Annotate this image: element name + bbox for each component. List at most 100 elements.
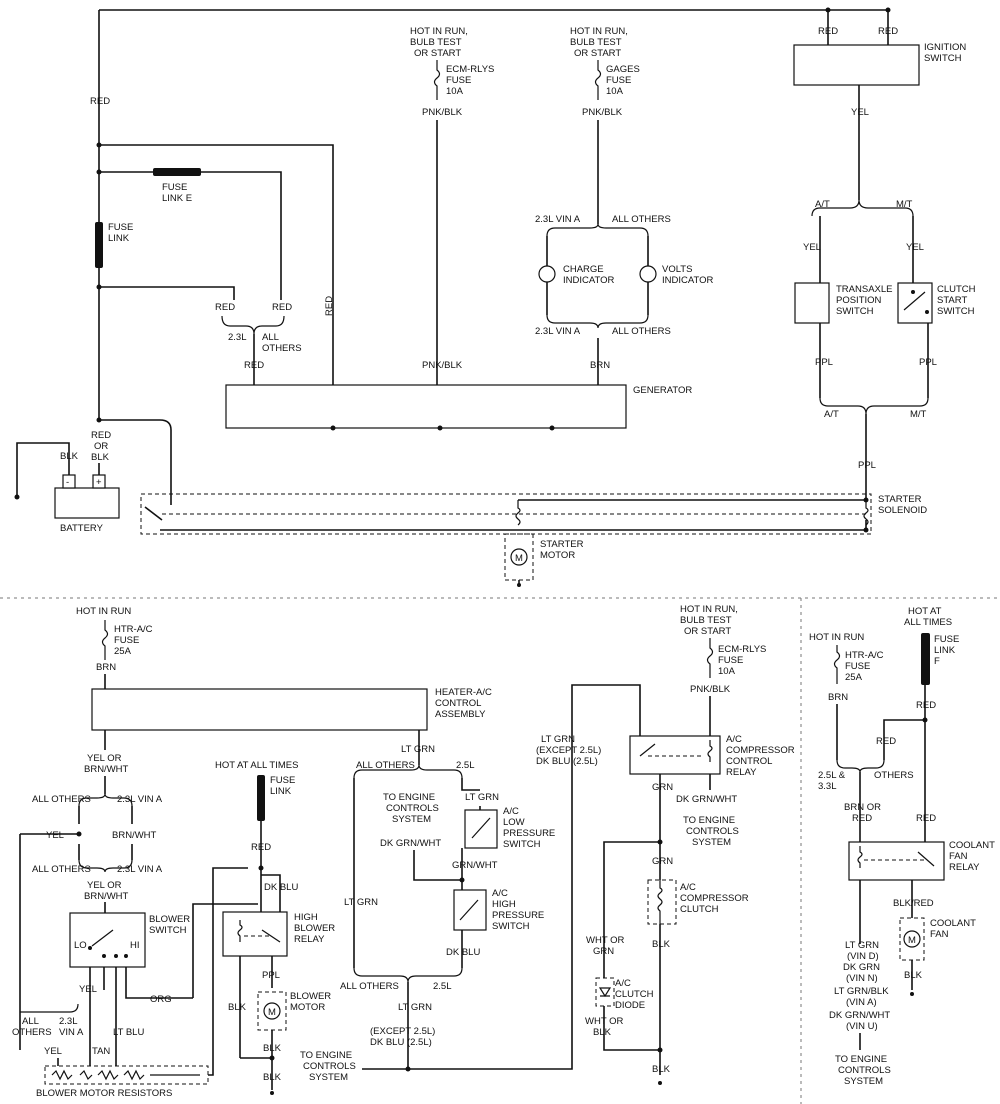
bm-brace2 bbox=[353, 967, 463, 983]
bl-vin3-label2: VIN A bbox=[59, 1027, 84, 1038]
bl-vin2-label: 2.3L VIN A bbox=[117, 864, 163, 875]
bl-all-label2: OTHERS bbox=[12, 1027, 52, 1038]
bl-yel-left bbox=[19, 833, 79, 1050]
bl-blk3-label: BLK bbox=[263, 1072, 282, 1083]
volts-ind-label2: INDICATOR bbox=[662, 275, 714, 286]
br-diode-wire bbox=[603, 841, 660, 978]
br-whtgrn-label: WHT OR bbox=[586, 935, 624, 946]
clutch-switch-contact bbox=[903, 291, 926, 311]
blower-resistors-label: BLOWER MOTOR RESISTORS bbox=[36, 1088, 172, 1099]
bl-hotall-label: HOT AT ALL TIMES bbox=[215, 760, 298, 771]
fr-l25-label2: 3.3L bbox=[818, 781, 837, 792]
blower-switch-label: BLOWER bbox=[149, 914, 190, 925]
blower-motor-label: BLOWER bbox=[290, 991, 331, 1002]
fan-relay-coil bbox=[857, 846, 863, 868]
fr-wires-label5: (VIN A) bbox=[846, 997, 877, 1008]
bl-vin-label: 2.3L VIN A bbox=[117, 794, 163, 805]
br-ltgrn-label: LT GRN bbox=[541, 734, 575, 745]
fr-flink-label: FUSE bbox=[934, 634, 959, 645]
bl-flink-label2: LINK bbox=[270, 786, 292, 797]
br-pnkblk-label: PNK/BLK bbox=[690, 684, 731, 695]
fr-toengine-label: TO ENGINE bbox=[835, 1054, 887, 1065]
bl-org-label: ORG bbox=[150, 994, 172, 1005]
ac-relay-label4: RELAY bbox=[726, 767, 757, 778]
fr-wires-label1: (VIN D) bbox=[847, 951, 879, 962]
bm-dkgrnwht-label: DK GRN/WHT bbox=[380, 838, 441, 849]
fan-label: COOLANT bbox=[930, 918, 976, 929]
blower-motor-icon bbox=[263, 1002, 281, 1020]
diode-to-ground bbox=[603, 1006, 660, 1051]
blower-lo-label: LO bbox=[74, 940, 87, 951]
top-section: RED RED RED IGNITION SWITCH YEL A/T M/T … bbox=[14, 7, 976, 587]
bottom-left-section: HOT IN RUN HTR-A/C FUSE 25A BRN HEATER-A… bbox=[12, 606, 492, 1099]
ac-relay-label2: COMPRESSOR bbox=[726, 745, 795, 756]
relay-outputs bbox=[239, 956, 273, 1058]
battery-neg-post bbox=[62, 474, 76, 489]
bm-dkgrnwht-wire bbox=[413, 850, 462, 881]
br-fuse-label: ECM-RLYS bbox=[718, 644, 766, 655]
bm-allothers2-label: ALL OTHERS bbox=[340, 981, 399, 992]
fr-l25-label: 2.5L & bbox=[818, 770, 846, 781]
heater-control-box bbox=[91, 688, 428, 731]
blower-switch-label2: SWITCH bbox=[149, 925, 187, 936]
ecm-hot-label2: BULB TEST bbox=[410, 37, 462, 48]
bm-l25b-label: 2.5L bbox=[433, 981, 452, 992]
starter-motor-m: M bbox=[515, 553, 523, 564]
ignition-switch-label: IGNITION bbox=[924, 42, 966, 53]
low-pressure-label3: PRESSURE bbox=[503, 828, 555, 839]
bl-fuse-link bbox=[257, 775, 265, 821]
gages-fuse-label3: 10A bbox=[606, 86, 624, 97]
clutch-label2: START bbox=[937, 295, 967, 306]
transaxle-switch-box bbox=[794, 282, 830, 324]
battery-plus: + bbox=[96, 477, 102, 488]
volts-indicator-icon bbox=[639, 265, 657, 283]
fr-wires-label7: (VIN U) bbox=[846, 1021, 878, 1032]
bm-ltgrn4-label2: (EXCEPT 2.5L) bbox=[370, 1026, 435, 1037]
bottom-middle-section: LT GRN ALL OTHERS 2.5L LT GRN TO ENGINE … bbox=[300, 684, 641, 1083]
red-c-label: RED bbox=[324, 296, 335, 316]
fan-motor-m: M bbox=[908, 935, 916, 946]
allothers-label2: OTHERS bbox=[262, 343, 302, 354]
fan-relay-contact bbox=[917, 851, 935, 867]
bm-to-engine-wire bbox=[362, 684, 641, 1070]
bm-toengine2-label2: CONTROLS bbox=[303, 1061, 356, 1072]
compressor-clutch-box bbox=[647, 879, 677, 925]
fr-red-label: RED bbox=[916, 700, 936, 711]
fuse-link-e-label: FUSE bbox=[162, 182, 187, 193]
blower-switch-contact bbox=[91, 929, 114, 947]
gages-hot-label: HOT IN RUN, bbox=[570, 26, 628, 37]
ign-wire-red1: RED bbox=[818, 26, 838, 37]
gages-fuse-label: GAGES bbox=[606, 64, 640, 75]
battery-blk-label: BLK bbox=[60, 451, 79, 462]
bl-fuse-label3: 25A bbox=[114, 646, 132, 657]
fr-hot-label: HOT IN RUN bbox=[809, 632, 864, 643]
ppl3-label: PPL bbox=[858, 460, 876, 471]
ac-clutch-label: A/C bbox=[680, 882, 696, 893]
ac-section: HOT IN RUN, BULB TEST OR START ECM-RLYS … bbox=[536, 604, 795, 1085]
blower-switch-box bbox=[69, 912, 146, 968]
ac-relay-outputs bbox=[659, 774, 711, 880]
charge-brace2 bbox=[546, 314, 649, 329]
high-pressure-label2: HIGH bbox=[492, 899, 516, 910]
bl-yelor-label: YEL OR bbox=[87, 753, 122, 764]
ecm-wire2-label: PNK/BLK bbox=[422, 360, 463, 371]
bl-allothers2-label: ALL OTHERS bbox=[32, 864, 91, 875]
relay-coil bbox=[237, 920, 243, 942]
br-hot-label: HOT IN RUN, bbox=[680, 604, 738, 615]
yel1-label: YEL bbox=[803, 242, 821, 253]
bl-blk2-label: BLK bbox=[263, 1043, 282, 1054]
mt-label: M/T bbox=[896, 199, 913, 210]
fr-fuse-label: HTR-A/C bbox=[845, 650, 884, 661]
high-pressure-contact bbox=[459, 899, 479, 921]
battery-pos-post bbox=[92, 474, 106, 489]
br-ltgrn-label2: (EXCEPT 2.5L) bbox=[536, 745, 601, 756]
fr-brn-label: BRN bbox=[828, 692, 848, 703]
fr-flink-label3: F bbox=[934, 656, 940, 667]
bm-toengine-label3: SYSTEM bbox=[392, 814, 431, 825]
heater-label: HEATER-A/C bbox=[435, 687, 492, 698]
br-fuse-label3: 10A bbox=[718, 666, 736, 677]
red-main-label: RED bbox=[90, 96, 110, 107]
ppl2-label: PPL bbox=[919, 357, 937, 368]
bl-yel2-label: YEL bbox=[79, 984, 97, 995]
